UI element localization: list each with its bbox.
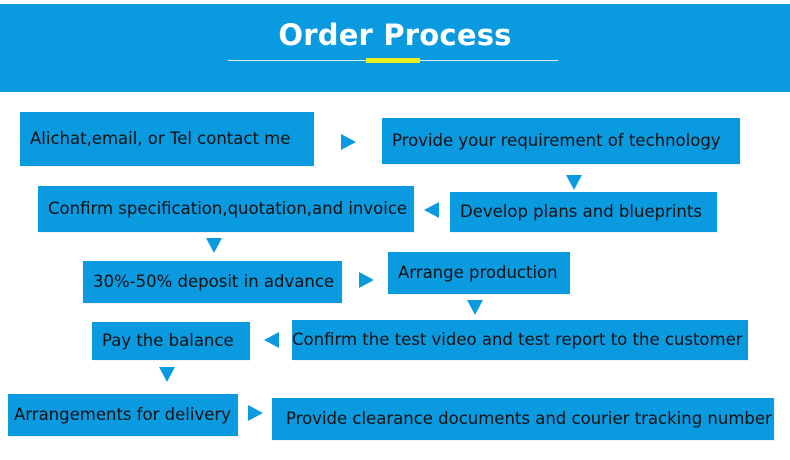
step-requirement: Provide your requirement of technology <box>382 118 740 164</box>
arrow-down-icon <box>566 175 582 190</box>
step-clearance-docs: Provide clearance documents and courier … <box>272 398 774 440</box>
step-develop-plans: Develop plans and blueprints <box>450 192 717 232</box>
step-confirm-spec: Confirm specification,quotation,and invo… <box>38 186 414 232</box>
arrow-left-icon <box>424 202 439 218</box>
step-develop-plans-label: Develop plans and blueprints <box>460 202 702 222</box>
step-test-video-label: Confirm the test video and test report t… <box>292 330 743 350</box>
header-banner: Order Process <box>0 4 790 92</box>
step-delivery-label: Arrangements for delivery <box>14 405 231 425</box>
step-contact: Alichat,email, or Tel contact me <box>20 112 314 166</box>
step-deposit-label: 30%-50% deposit in advance <box>93 272 335 292</box>
arrow-right-icon <box>359 272 374 288</box>
arrow-down-icon <box>159 367 175 382</box>
step-requirement-label: Provide your requirement of technology <box>392 131 721 151</box>
step-arrange-production-label: Arrange production <box>398 263 558 283</box>
step-confirm-spec-label: Confirm specification,quotation,and invo… <box>48 199 408 219</box>
step-arrange-production: Arrange production <box>388 252 570 294</box>
arrow-right-icon <box>341 134 356 150</box>
step-pay-balance-label: Pay the balance <box>102 331 234 351</box>
arrow-down-icon <box>467 300 483 315</box>
step-test-video: Confirm the test video and test report t… <box>292 320 748 360</box>
step-contact-label: Alichat,email, or Tel contact me <box>30 129 291 149</box>
title-accent-bar <box>366 58 420 63</box>
page-title: Order Process <box>278 18 512 52</box>
arrow-left-icon <box>264 332 279 348</box>
step-delivery: Arrangements for delivery <box>8 394 238 436</box>
step-deposit: 30%-50% deposit in advance <box>83 261 342 303</box>
arrow-right-icon <box>248 405 263 421</box>
arrow-down-icon <box>206 238 222 253</box>
step-pay-balance: Pay the balance <box>92 322 250 360</box>
step-clearance-docs-label: Provide clearance documents and courier … <box>286 409 772 429</box>
